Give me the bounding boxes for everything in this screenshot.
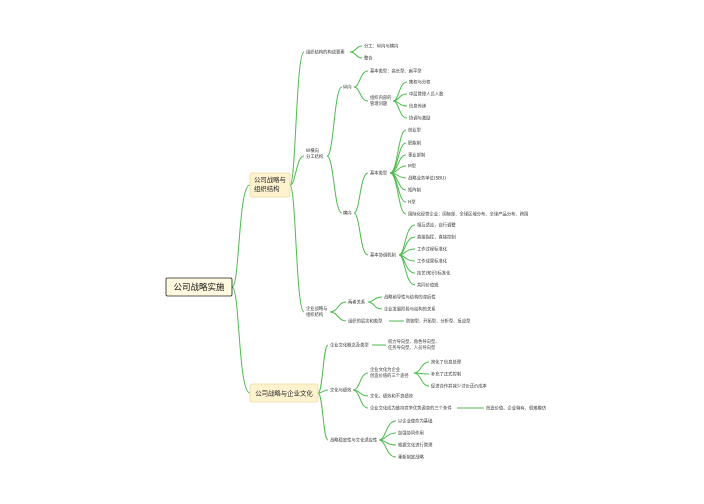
- branch-b-box: [249, 383, 319, 403]
- connector-lines: [231, 45, 484, 458]
- node-reformulate-strategy: 重新制定战略: [398, 454, 424, 461]
- node-process-standardization: 工作过程标准化: [417, 246, 448, 253]
- node-output-standardization: 工作成果标准化: [417, 258, 448, 265]
- node-strategy-org-line-1: 企业战略与: [306, 305, 327, 312]
- branch-strategy-org: 公司战略与 组织结构 组织结构的构成要素 分工：纵向与横向 整合 纵横向 分工结…: [249, 43, 528, 325]
- node-simplify-info: 简化了信息处理: [431, 359, 462, 366]
- node-development-stage: 企业发展阶段与结构的关系: [384, 306, 436, 313]
- node-mutual-adjustment: 相互适应，自行调整: [417, 222, 456, 229]
- node-strategy-org-line-2: 组织结构: [306, 311, 324, 318]
- node-vh-structure-line-2: 分工结构: [306, 153, 324, 160]
- node-vertical-problems-line-2: 管理问题: [370, 100, 388, 107]
- node-type-entrepreneurial: 创业型: [408, 127, 422, 134]
- node-type-international: 国际化经营企业：国际部、全球区域分布、全球产品分布、跨国: [408, 211, 528, 218]
- node-vertical-basic-types: 基本类型：高长型、扁平型: [370, 68, 422, 75]
- root-node: 公司战略实施: [165, 277, 233, 297]
- node-competitive-conditions: 企业文化成为维持竞争优势源泉的三个条件: [370, 405, 452, 412]
- node-type-matrix: 矩阵制: [408, 187, 421, 194]
- branch-strategy-culture: 公司战略与企业文化 企业文化概念及类型 权力导向型、角色导向型、 任务导向型、人…: [249, 338, 547, 461]
- node-type-functional: 职能制: [408, 140, 421, 147]
- node-org-integration: 整合: [364, 55, 373, 62]
- node-synergy: 加强协同作用: [398, 430, 424, 437]
- node-type-divisional: 事业部制: [408, 152, 425, 159]
- node-hierarchy: 组织的层次和类型: [348, 318, 383, 325]
- node-mission-based: 以企业使命为基础: [398, 418, 432, 425]
- node-vertical: 纵向: [343, 84, 352, 91]
- branch-a-box: [249, 172, 291, 198]
- node-value-paths-line-2: 创造价值的三个途径: [370, 372, 409, 379]
- node-information-flow: 信息传递: [409, 103, 427, 110]
- node-promote-cooperation: 促进合作并减少讨价还价成本: [431, 383, 488, 390]
- node-strategy-leading: 战略前导性与结构的滞后性: [384, 294, 436, 301]
- node-horizontal-coordination: 基本协调机制: [370, 252, 396, 259]
- node-type-m-form: M型: [408, 163, 417, 170]
- node-horizontal: 横向: [343, 210, 352, 217]
- branch-b-label: 公司战略与企业文化: [255, 389, 313, 398]
- node-centralization: 集权与分权: [409, 79, 431, 86]
- node-relationship: 两者关系: [348, 299, 366, 306]
- node-manage-by-culture: 根据文化进行管理: [398, 442, 433, 449]
- node-culture-types: 企业文化概念及类型: [330, 342, 369, 349]
- branch-a-label-line-1: 公司战略与: [254, 175, 286, 184]
- node-org-division: 分工：纵向与横向: [364, 43, 398, 50]
- node-vh-structure-line-1: 纵横向: [306, 147, 319, 154]
- node-horizontal-basic-types: 基本类型: [370, 170, 388, 177]
- node-supplement-control: 补充了正式控制: [431, 371, 461, 378]
- node-strategy-stability: 战略稳定性与文化适应性: [330, 437, 378, 444]
- root-box: [165, 277, 233, 297]
- node-middle-managers: 中层管理人员人数: [409, 91, 444, 98]
- node-type-sbu: 战略业务单位(SBU): [408, 175, 446, 182]
- branch-a-label-line-2: 组织结构: [254, 184, 280, 193]
- node-org-elements: 组织结构的构成要素: [306, 49, 345, 56]
- node-vertical-problems-line-1: 组织内部的: [370, 94, 391, 101]
- root-label: 公司战略实施: [173, 282, 225, 293]
- node-skill-standardization: 技艺(知识)标准化: [417, 270, 451, 277]
- node-value-paths-line-1: 企业文化为企业: [370, 366, 401, 373]
- node-hierarchy-types: 防御型、开拓型、分析型、反应型: [406, 318, 471, 325]
- node-competitive-conditions-items: 创造价值、企业特有、很难模仿: [486, 405, 547, 412]
- node-culture-type-items-line-2: 任务导向型、人员导向型: [388, 344, 436, 351]
- node-direct-supervision: 直接指挥，直接控制: [417, 234, 456, 241]
- node-type-h-form: H型: [408, 199, 416, 206]
- node-culture-performance: 文化与绩效: [330, 387, 352, 394]
- node-shared-values: 共同价值观: [417, 282, 439, 289]
- node-culture-type-items-line-1: 权力导向型、角色导向型、: [388, 338, 440, 345]
- node-coordination-incentive: 协调与激励: [409, 115, 430, 122]
- node-culture-paradox: 文化、绩效和不良绩效: [370, 393, 414, 400]
